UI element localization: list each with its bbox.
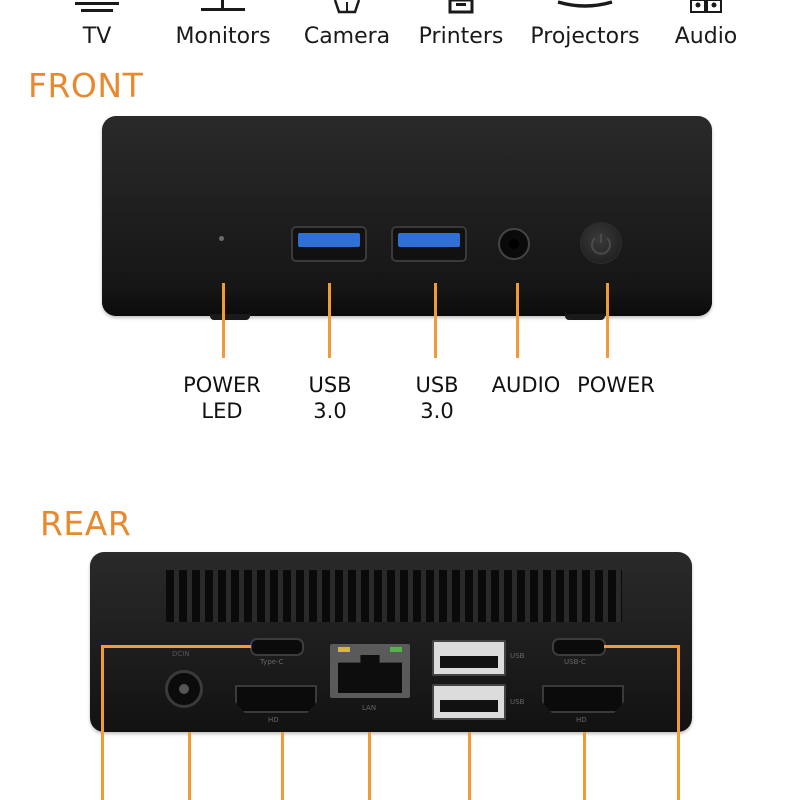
rear-vent-grille [166, 570, 622, 622]
usb-port-front-1 [291, 226, 367, 262]
rear-device-view: DCIN Type-C HD LAN USB USB USB-C HD [90, 552, 692, 732]
audio-jack-inner [509, 239, 519, 249]
leader-line-usb-2 [434, 283, 437, 358]
leader-line-usb-rear [468, 732, 471, 800]
lan-marking: LAN [362, 704, 377, 712]
ethernet-port [330, 644, 410, 698]
front-device-view [102, 116, 712, 316]
front-device-foot-right [565, 314, 605, 320]
projector-icon [557, 0, 613, 8]
type-c-marking-right: USB-C [564, 658, 586, 666]
leader-line-type-c-right-v [677, 645, 680, 800]
ethernet-socket [338, 655, 402, 693]
category-label-audio: Audio [674, 24, 738, 49]
dc-jack-marking: DCIN [172, 650, 190, 658]
leader-line-usb-1 [328, 283, 331, 358]
type-c-marking-left: Type-C [260, 658, 284, 666]
type-c-port-right [552, 638, 606, 656]
port-label-line1: USB [308, 373, 352, 397]
leader-line-hdmi-left [281, 732, 284, 800]
usb-marking-top: USB [510, 652, 525, 660]
usb-port-tongue [440, 656, 498, 668]
hdmi-port-right [542, 685, 624, 713]
usb-port-insert [398, 233, 460, 247]
leader-line-power-led [222, 283, 225, 358]
power-led [219, 236, 224, 241]
type-c-port-left [250, 638, 304, 656]
leader-line-type-c-right-h [604, 645, 680, 648]
leader-line-type-c-left-h [101, 645, 251, 648]
hdmi-marking-left: HD [268, 716, 279, 724]
power-button [580, 222, 622, 264]
front-device-foot-left [210, 314, 250, 320]
usb-port-insert [298, 233, 360, 247]
hdmi-port-left [235, 685, 317, 713]
leader-line-power [606, 283, 609, 358]
audio-jack [498, 228, 530, 260]
front-section-title: FRONT [28, 66, 144, 105]
rear-section-title: REAR [40, 504, 132, 543]
port-label-line1: USB [415, 373, 459, 397]
port-label-line1: POWER [577, 373, 655, 397]
port-label-power: POWER [577, 372, 655, 398]
category-label-printers: Printers [418, 24, 504, 49]
power-symbol-icon [591, 234, 611, 255]
category-label-tv: TV [82, 24, 112, 49]
leader-line-hdmi-right [583, 732, 586, 800]
hdmi-marking-right: HD [576, 716, 587, 724]
leader-line-audio [516, 283, 519, 358]
leader-line-lan [368, 732, 371, 800]
usb-port-rear-top [432, 640, 506, 676]
ethernet-led-yellow [338, 647, 350, 652]
port-label-line1: POWER [183, 373, 261, 397]
port-label-line2: LED [201, 399, 243, 423]
usb-marking-bottom: USB [510, 698, 525, 706]
speaker-icon [690, 0, 722, 13]
dc-jack [165, 670, 203, 708]
leader-line-type-c-left-v [101, 645, 104, 800]
category-label-projectors: Projectors [530, 24, 640, 49]
port-label-usb-1: USB 3.0 [308, 372, 351, 424]
port-label-line2: 3.0 [420, 399, 454, 423]
monitor-icon [201, 0, 245, 11]
camera-icon [333, 0, 361, 14]
front-device-base [102, 290, 712, 316]
port-label-line2: 3.0 [313, 399, 347, 423]
port-label-line1: AUDIO [491, 373, 561, 397]
port-label-power-led: POWER LED [183, 372, 261, 424]
category-label-camera: Camera [303, 24, 391, 49]
leader-line-dc-jack [188, 732, 191, 800]
category-label-monitors: Monitors [175, 24, 271, 49]
tv-icon [75, 2, 119, 12]
usb-port-tongue [440, 700, 498, 712]
ethernet-led-green [390, 647, 402, 652]
port-label-audio: AUDIO [492, 372, 561, 398]
usb-port-rear-bottom [432, 684, 506, 720]
dc-jack-pin [179, 684, 189, 694]
usb-port-front-2 [391, 226, 467, 262]
port-label-usb-2: USB 3.0 [415, 372, 458, 424]
printer-icon [448, 0, 474, 14]
